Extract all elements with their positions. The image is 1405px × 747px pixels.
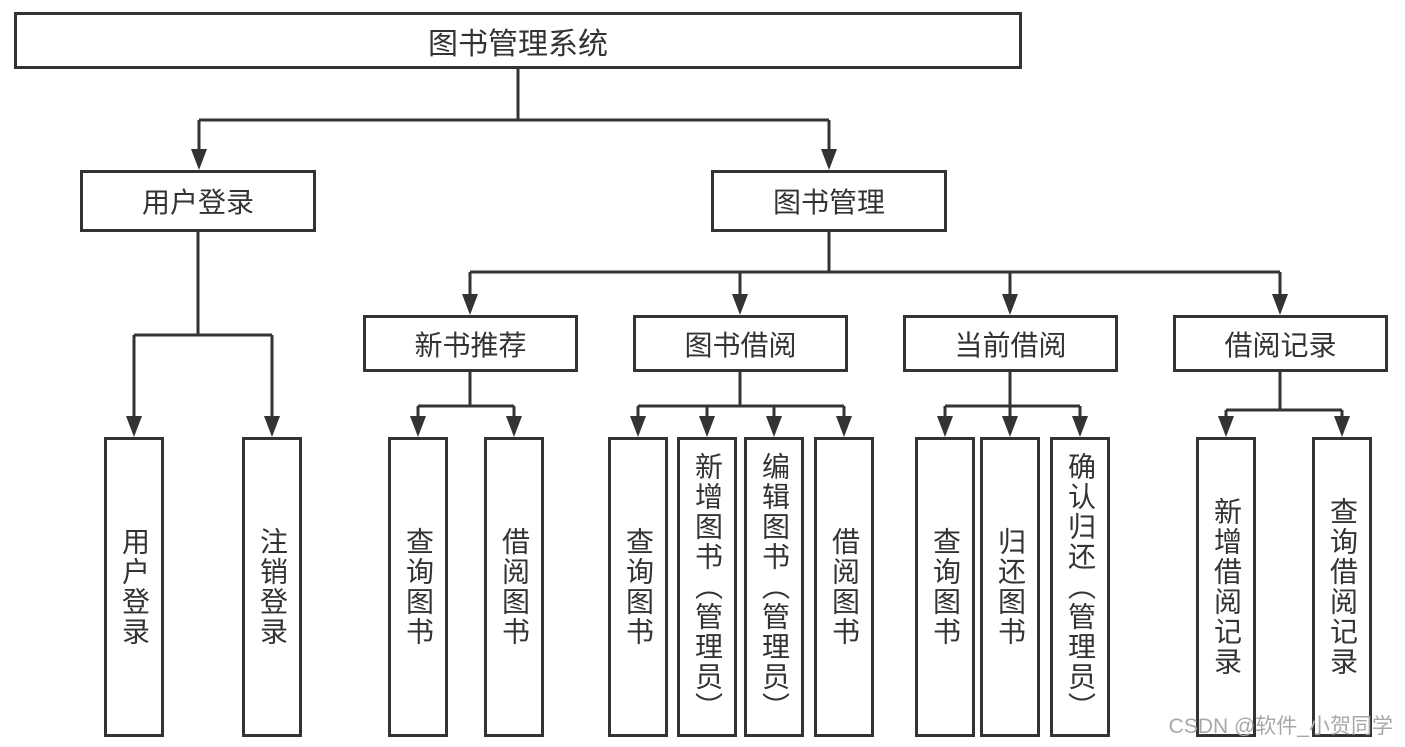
- arrow-icon: [1334, 416, 1350, 437]
- arrow-icon: [836, 416, 852, 437]
- arrow-icon: [766, 416, 782, 437]
- connector-paths: [132, 69, 1344, 422]
- connector-user-login-to-leaves: [132, 232, 274, 420]
- leaf-label: 新增借阅记录: [1211, 497, 1242, 677]
- leaf-return-books: 归还图书: [980, 437, 1040, 737]
- leaf-logout: 注销登录: [242, 437, 302, 737]
- leaf-label: 编辑图书（管理员）: [759, 452, 790, 722]
- connector-book-borrow-to-leaves: [636, 372, 846, 420]
- leaf-label: 注销登录: [257, 527, 288, 647]
- arrow-icon: [506, 416, 522, 437]
- leaf-label: 新增图书（管理员）: [692, 452, 723, 722]
- arrow-icon: [410, 416, 426, 437]
- arrow-icon: [1218, 416, 1234, 437]
- leaf-add-borrow-record: 新增借阅记录: [1196, 437, 1256, 737]
- leaf-add-books-admin: 新增图书（管理员）: [677, 437, 737, 737]
- node-label: 借阅记录: [1224, 329, 1337, 361]
- node-new-book-recommendation: 新书推荐: [363, 315, 578, 372]
- connector-root-to-level2: [197, 69, 831, 153]
- node-current-borrowing: 当前借阅: [903, 315, 1118, 372]
- arrow-icon: [699, 416, 715, 437]
- arrowheads: [126, 149, 1350, 437]
- arrow-icon: [732, 294, 748, 315]
- leaf-label: 查询图书: [623, 527, 654, 647]
- arrow-icon: [126, 416, 142, 437]
- node-label: 图书管理系统: [428, 27, 608, 61]
- arrow-icon: [1002, 294, 1018, 315]
- node-label: 当前借阅: [954, 329, 1067, 361]
- arrow-icon: [191, 149, 207, 170]
- node-label: 新书推荐: [414, 329, 527, 361]
- leaf-label: 用户登录: [119, 527, 150, 647]
- leaf-confirm-return-admin: 确认归还（管理员）: [1050, 437, 1110, 737]
- node-book-borrowing: 图书借阅: [633, 315, 848, 372]
- leaf-query-books-recommend: 查询图书: [388, 437, 448, 737]
- leaf-label: 查询图书: [930, 527, 961, 647]
- leaf-query-books-borrowing: 查询图书: [608, 437, 668, 737]
- node-label: 图书管理: [772, 187, 885, 218]
- connector-records-to-leaves: [1224, 372, 1344, 422]
- leaf-query-books-current: 查询图书: [915, 437, 975, 737]
- arrow-icon: [821, 149, 837, 170]
- node-label: 用户登录: [141, 187, 254, 218]
- arrow-icon: [1072, 416, 1088, 437]
- watermark-text: CSDN @软件_小贺同学: [1168, 715, 1393, 738]
- node-book-management-system: 图书管理系统: [14, 12, 1022, 69]
- arrow-icon: [937, 416, 953, 437]
- arrow-icon: [462, 294, 478, 315]
- node-borrowing-records: 借阅记录: [1173, 315, 1388, 372]
- leaf-borrow-books-recommend: 借阅图书: [484, 437, 544, 737]
- arrow-icon: [1002, 416, 1018, 437]
- leaf-label: 查询图书: [403, 527, 434, 647]
- leaf-query-borrow-record: 查询借阅记录: [1312, 437, 1372, 737]
- node-label: 图书借阅: [684, 329, 797, 361]
- leaf-borrow-books-borrowing: 借阅图书: [814, 437, 874, 737]
- leaf-user-login: 用户登录: [104, 437, 164, 737]
- arrow-icon: [1272, 294, 1288, 315]
- arrow-icon: [264, 416, 280, 437]
- arrow-icon: [630, 416, 646, 437]
- node-user-login: 用户登录: [80, 170, 316, 232]
- node-book-management: 图书管理: [711, 170, 947, 232]
- leaf-label: 查询借阅记录: [1327, 497, 1358, 677]
- connector-current-borrow-to-leaves: [943, 372, 1082, 420]
- leaf-label: 借阅图书: [499, 527, 530, 647]
- leaf-edit-books-admin: 编辑图书（管理员）: [744, 437, 804, 737]
- leaf-label: 归还图书: [995, 527, 1026, 647]
- leaf-label: 借阅图书: [829, 527, 860, 647]
- connector-book-mgmt-to-level3: [468, 232, 1282, 298]
- leaf-label: 确认归还（管理员）: [1065, 452, 1096, 722]
- connector-new-book-to-leaves: [416, 372, 516, 420]
